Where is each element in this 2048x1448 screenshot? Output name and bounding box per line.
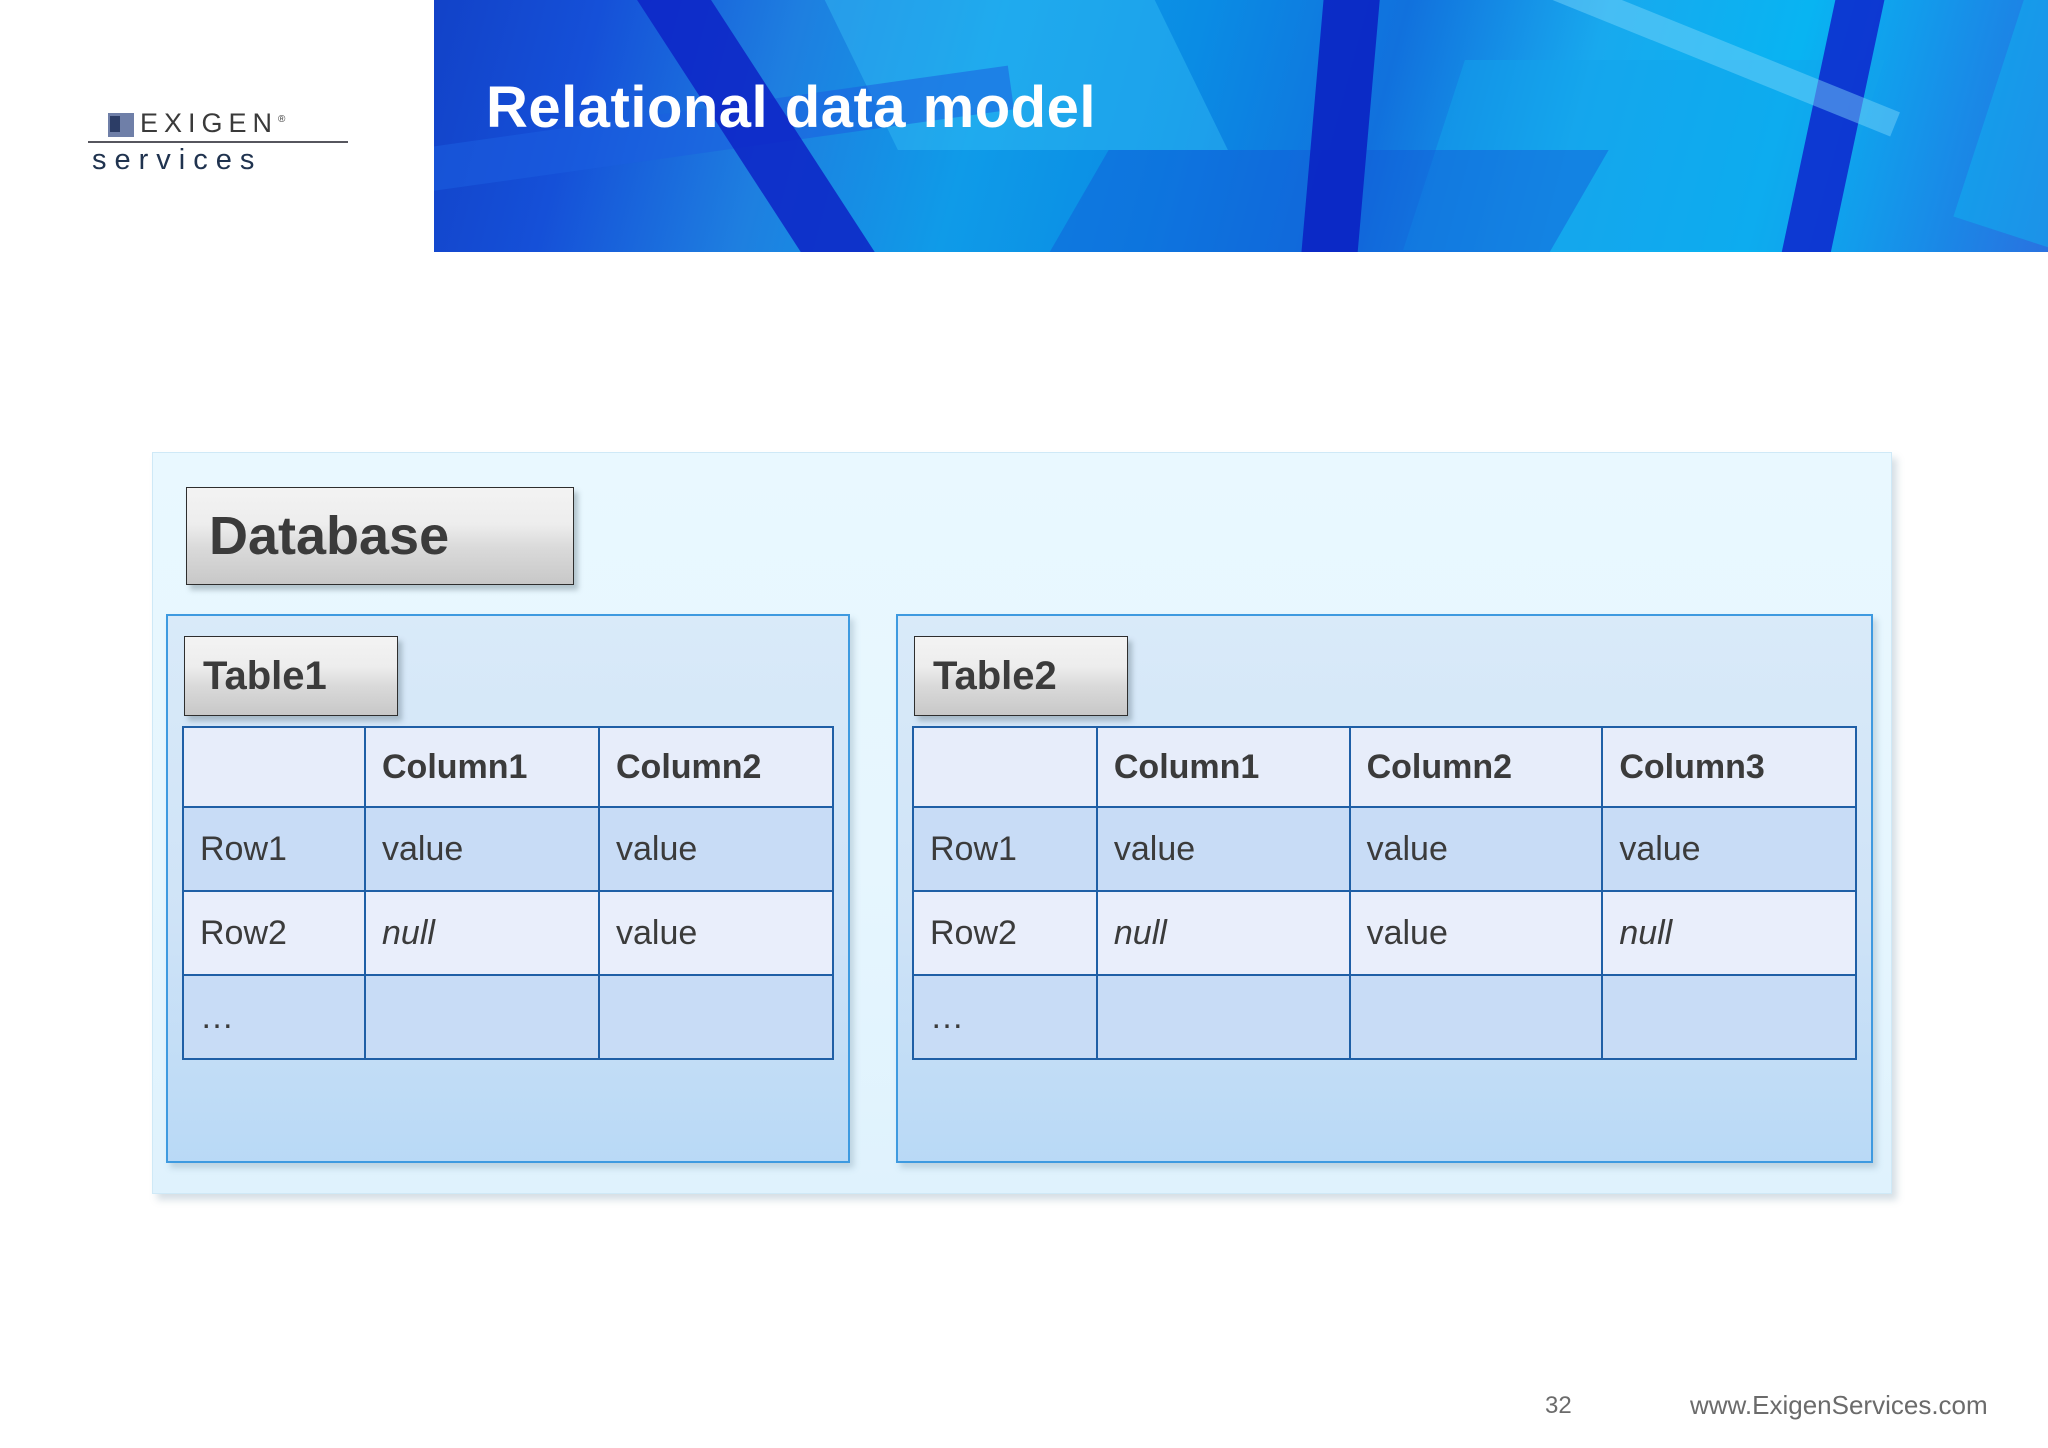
table-panel-table1: Table1 Column1 Column2 Row1 value value	[166, 614, 850, 1163]
table-label-table2: Table2	[914, 636, 1128, 716]
column-header: Column1	[364, 726, 600, 808]
table-head: Column1 Column2 Column3	[912, 726, 1857, 808]
table-panel-table2: Table2 Column1 Column2 Column3 Row1 valu…	[896, 614, 1873, 1163]
table-cell: value	[1601, 806, 1857, 892]
table-cell-null: null	[1601, 890, 1857, 976]
row-label: Row1	[182, 806, 366, 892]
corner-cell	[182, 726, 366, 808]
table-cell: value	[364, 806, 600, 892]
table-row: …	[912, 974, 1857, 1060]
table-cell: value	[1348, 806, 1604, 892]
column-header: Column1	[1095, 726, 1351, 808]
table-grid-table2: Column1 Column2 Column3 Row1 value value…	[912, 726, 1857, 1060]
table-cell	[1601, 974, 1857, 1060]
column-header: Column3	[1601, 726, 1857, 808]
table-cell	[1095, 974, 1351, 1060]
row-label: Row2	[182, 890, 366, 976]
table-cell: value	[1095, 806, 1351, 892]
column-header: Column2	[598, 726, 834, 808]
table-body: Row1 value value Row2 null value …	[182, 806, 834, 1060]
logo-wordmark: EXIGEN®	[140, 108, 285, 139]
table-cell: value	[1348, 890, 1604, 976]
registered-trademark-icon: ®	[278, 114, 286, 125]
database-label: Database	[186, 487, 574, 585]
table-cell	[364, 974, 600, 1060]
row-label: Row1	[912, 806, 1098, 892]
website-url: www.ExigenServices.com	[1690, 1390, 1988, 1420]
table-row: Row1 value value value	[912, 806, 1857, 892]
logo-wordmark-text: EXIGEN	[140, 108, 279, 138]
database-container: Database Table1 Column1 Column2 Row1 val…	[152, 452, 1892, 1194]
table-body: Row1 value value value Row2 null value n…	[912, 806, 1857, 1060]
table-row: Row2 null value null	[912, 890, 1857, 976]
row-label-ellipsis: …	[912, 974, 1098, 1060]
logo-divider	[88, 141, 348, 143]
banner-shape-decor	[1953, 0, 2048, 252]
corner-cell	[912, 726, 1098, 808]
logo-subtitle: services	[92, 144, 263, 176]
column-header: Column2	[1348, 726, 1604, 808]
page-number: 32	[1545, 1392, 1572, 1419]
exigen-glyph-icon	[108, 113, 134, 137]
table-head: Column1 Column2	[182, 726, 834, 808]
table-header-row: Column1 Column2	[182, 726, 834, 808]
row-label-ellipsis: …	[182, 974, 366, 1060]
table-grid-table1: Column1 Column2 Row1 value value Row2 nu…	[182, 726, 834, 1060]
table-row: Row1 value value	[182, 806, 834, 892]
table-cell	[598, 974, 834, 1060]
slide-title: Relational data model	[486, 75, 1096, 140]
table-row: …	[182, 974, 834, 1060]
table-cell: value	[598, 890, 834, 976]
table-cell	[1348, 974, 1604, 1060]
title-banner: Relational data model	[434, 0, 2048, 252]
table-cell-null: null	[1095, 890, 1351, 976]
exigen-services-logo: EXIGEN® services	[88, 108, 348, 178]
row-label: Row2	[912, 890, 1098, 976]
table-header-row: Column1 Column2 Column3	[912, 726, 1857, 808]
table-cell: value	[598, 806, 834, 892]
table-label-table1: Table1	[184, 636, 398, 716]
table-row: Row2 null value	[182, 890, 834, 976]
table-cell-null: null	[364, 890, 600, 976]
